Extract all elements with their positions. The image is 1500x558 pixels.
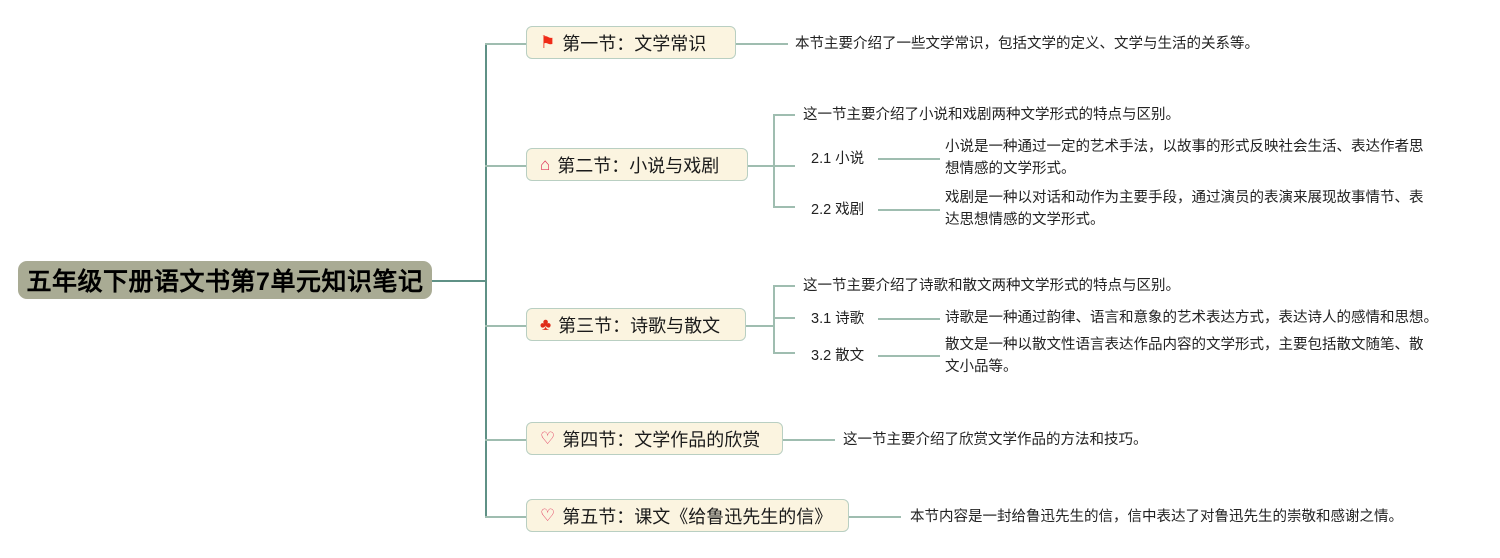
connector-trunk-branch-4 <box>485 439 526 441</box>
connector-section-3-spine-stub <box>746 325 774 327</box>
node-section-2-label: 第二节：小说与戏剧 <box>557 155 720 176</box>
connector-trunk-branch-1 <box>485 43 526 45</box>
node-section-2[interactable]: ⌂ 第二节：小说与戏剧 <box>526 148 748 181</box>
detail-sub-2-2: 戏剧是一种以对话和动作为主要手段，通过演员的表演来展现故事情节、表达思想情感的文… <box>945 190 1424 229</box>
connector-section-2-child-2 <box>773 206 795 208</box>
heart-icon: ♡ <box>540 506 556 525</box>
connector-section-1-detail <box>736 43 788 45</box>
connector-section-3-child-1 <box>773 317 795 319</box>
connector-section-4-detail <box>783 439 835 441</box>
node-section-4-label: 第四节：文学作品的欣赏 <box>562 429 761 450</box>
connector-sub-2-1 <box>878 158 940 160</box>
connector-root-to-trunk <box>432 280 486 282</box>
sub-node-3-1-label[interactable]: 3.1 诗歌 <box>811 311 865 327</box>
connector-section-3-child-2 <box>773 352 795 354</box>
detail-section-5: 本节内容是一封给鲁迅先生的信，信中表达了对鲁迅先生的崇敬和感谢之情。 <box>910 509 1403 525</box>
sub-node-3-2-label[interactable]: 3.2 散文 <box>811 348 865 364</box>
connector-trunk-branch-5 <box>485 516 526 518</box>
detail-sub-3-1: 诗歌是一种通过韵律、语言和意象的艺术表达方式，表达诗人的感情和思想。 <box>945 310 1438 326</box>
connector-section-2-spine-lower <box>773 165 775 207</box>
connector-section-2-spine-stub <box>748 165 774 167</box>
detail-section-1: 本节主要介绍了一些文学常识，包括文学的定义、文学与生活的关系等。 <box>795 36 1259 52</box>
heart-icon: ♡ <box>540 429 556 448</box>
detail-section-4: 这一节主要介绍了欣赏文学作品的方法和技巧。 <box>843 432 1148 448</box>
root-node[interactable]: 五年级下册语文书第7单元知识笔记 <box>18 261 432 299</box>
connector-sub-3-2 <box>878 355 940 357</box>
node-section-4[interactable]: ♡ 第四节：文学作品的欣赏 <box>526 422 783 455</box>
connector-section-3-child-0 <box>773 285 795 287</box>
detail-sub-2-1: 小说是一种通过一定的艺术手法，以故事的形式反映社会生活、表达作者思想情感的文学形… <box>945 139 1424 178</box>
connector-sub-3-1 <box>878 318 940 320</box>
node-section-5[interactable]: ♡ 第五节：课文《给鲁迅先生的信》 <box>526 499 849 532</box>
node-section-3[interactable]: ♣ 第三节：诗歌与散文 <box>526 308 746 341</box>
connector-section-5-detail <box>849 516 901 518</box>
node-section-3-label: 第三节：诗歌与散文 <box>558 315 721 336</box>
connector-section-3-spine-upper <box>773 285 775 325</box>
connector-section-3-spine-lower <box>773 325 775 353</box>
flag-icon: ⚑ <box>540 33 556 52</box>
detail-sub-3-2: 散文是一种以散文性语言表达作品内容的文学形式，主要包括散文随笔、散文小品等。 <box>945 337 1424 376</box>
fire-icon: ♣ <box>540 315 552 334</box>
root-node-label: 五年级下册语文书第7单元知识笔记 <box>26 268 424 296</box>
house-icon: ⌂ <box>540 155 551 174</box>
connector-section-2-spine-upper <box>773 114 775 165</box>
detail-section-2: 这一节主要介绍了小说和戏剧两种文学形式的特点与区别。 <box>803 107 1180 123</box>
detail-section-3: 这一节主要介绍了诗歌和散文两种文学形式的特点与区别。 <box>803 278 1180 294</box>
connector-trunk-lower <box>485 280 487 517</box>
connector-trunk-branch-3 <box>485 325 526 327</box>
connector-sub-2-2 <box>878 209 940 211</box>
node-section-5-label: 第五节：课文《给鲁迅先生的信》 <box>562 506 833 527</box>
node-section-1[interactable]: ⚑ 第一节：文学常识 <box>526 26 736 59</box>
connector-trunk-upper <box>485 44 487 280</box>
sub-node-2-2-label[interactable]: 2.2 戏剧 <box>811 202 865 218</box>
sub-node-2-1-label[interactable]: 2.1 小说 <box>811 151 865 167</box>
connector-trunk-branch-2 <box>485 165 526 167</box>
connector-section-2-child-0 <box>773 114 795 116</box>
node-section-1-label: 第一节：文学常识 <box>562 33 707 54</box>
connector-section-2-child-1 <box>773 165 795 167</box>
